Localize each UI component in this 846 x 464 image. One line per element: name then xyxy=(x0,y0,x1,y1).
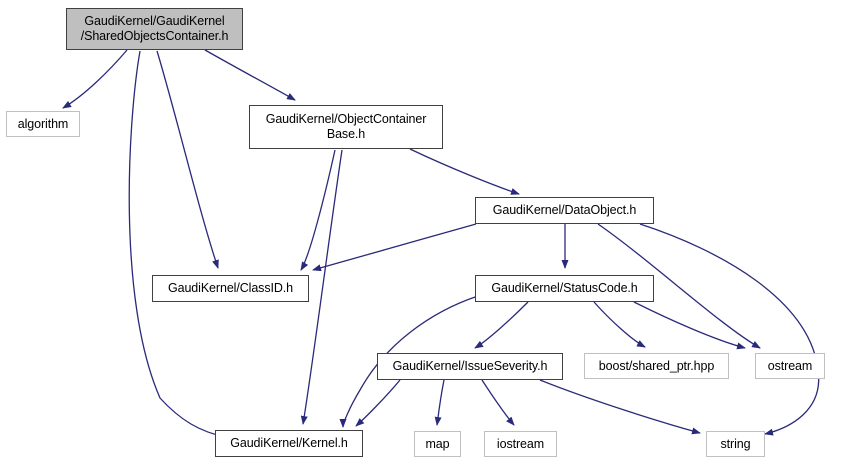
node-dataobject[interactable]: GaudiKernel/DataObject.h xyxy=(475,197,654,224)
edges xyxy=(62,49,820,439)
node-label: GaudiKernel/StatusCode.h xyxy=(491,281,638,295)
edge-root-to-kernel xyxy=(128,50,227,439)
node-classid[interactable]: GaudiKernel/ClassID.h xyxy=(152,275,309,302)
node-label: GaudiKernel/ClassID.h xyxy=(167,281,294,295)
edge-statuscode-to-ostream xyxy=(633,301,746,350)
edge-root-to-algorithm xyxy=(62,49,128,109)
edge-statuscode-to-kernel xyxy=(339,295,479,428)
node-map[interactable]: map xyxy=(414,431,461,457)
edge-dataobject-to-string xyxy=(639,223,820,436)
node-label: string xyxy=(720,436,751,451)
node-label: ostream xyxy=(767,358,813,373)
node-string[interactable]: string xyxy=(706,431,765,457)
edge-root-to-objcontbase xyxy=(204,49,296,101)
edge-issueseverity-to-iostream xyxy=(481,379,515,426)
node-label: GaudiKernel/GaudiKernel /SharedObjectsCo… xyxy=(80,14,229,43)
node-label: iostream xyxy=(496,436,545,451)
node-label: boost/shared_ptr.hpp xyxy=(598,358,715,373)
node-label: GaudiKernel/ObjectContainer Base.h xyxy=(265,112,427,141)
node-sharedptr[interactable]: boost/shared_ptr.hpp xyxy=(584,353,729,379)
node-label: GaudiKernel/DataObject.h xyxy=(492,203,637,217)
node-statuscode[interactable]: GaudiKernel/StatusCode.h xyxy=(475,275,654,302)
edge-dataobject-to-ostream xyxy=(597,223,761,349)
node-iostream[interactable]: iostream xyxy=(484,431,557,457)
edge-root-to-classid xyxy=(156,50,219,269)
edge-issueseverity-to-kernel xyxy=(355,379,401,427)
node-kernel[interactable]: GaudiKernel/Kernel.h xyxy=(215,430,363,457)
node-objcontbase[interactable]: GaudiKernel/ObjectContainer Base.h xyxy=(249,105,443,149)
node-label: map xyxy=(425,436,450,451)
edge-objcontbase-to-kernel xyxy=(300,149,343,425)
node-algorithm[interactable]: algorithm xyxy=(6,111,80,137)
edge-dataobject-to-classid xyxy=(312,223,477,272)
node-root[interactable]: GaudiKernel/GaudiKernel /SharedObjectsCo… xyxy=(66,8,243,50)
edge-objcontbase-to-dataobject xyxy=(409,148,520,195)
edge-issueseverity-to-map xyxy=(434,379,445,426)
edge-objcontbase-to-classid xyxy=(300,149,336,271)
node-ostream[interactable]: ostream xyxy=(755,353,825,379)
edge-statuscode-to-issueseverity xyxy=(474,301,529,349)
node-label: GaudiKernel/Kernel.h xyxy=(230,436,348,450)
node-label: GaudiKernel/IssueSeverity.h xyxy=(392,359,548,373)
edge-statuscode-to-sharedptr xyxy=(593,301,646,348)
edge-issueseverity-to-string xyxy=(539,379,701,435)
node-issueseverity[interactable]: GaudiKernel/IssueSeverity.h xyxy=(377,353,563,380)
node-label: algorithm xyxy=(17,116,69,131)
